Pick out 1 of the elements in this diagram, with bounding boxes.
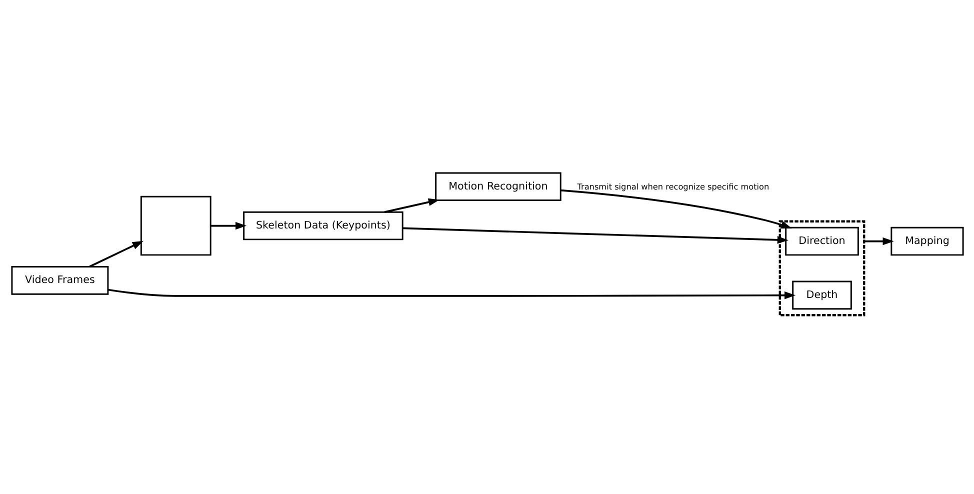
edge-label: Transmit signal when recognize specific motion bbox=[576, 181, 769, 192]
